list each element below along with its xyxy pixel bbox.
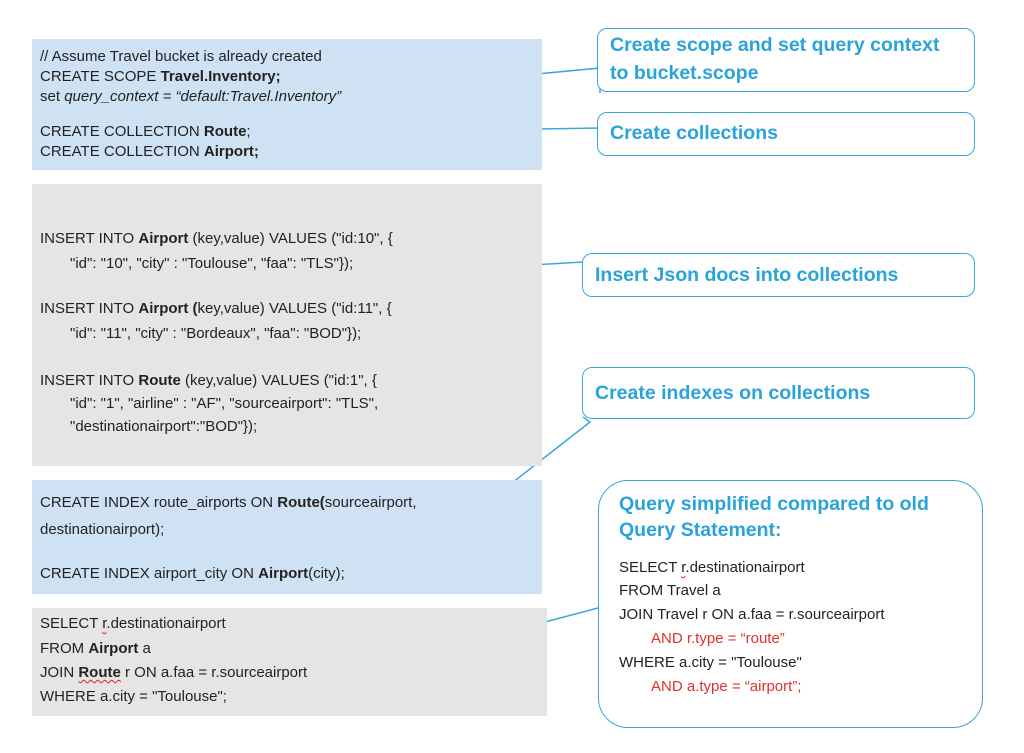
query-context-line: set query_context = “default:Travel.Inve… — [40, 88, 342, 105]
scope-collection-block: // Assume Travel bucket is already creat… — [32, 39, 542, 170]
create-collection-route-line: CREATE COLLECTION Route; — [40, 123, 251, 140]
insert-route-1-values: "id": "1", "airline" : "AF", "sourceairp… — [70, 395, 379, 412]
create-index-route-line-2: destinationairport); — [40, 521, 165, 538]
query-from-line: FROM Travel a — [619, 582, 721, 599]
insert-airport-10-values: "id": "10", "city" : "Toulouse", "faa": … — [70, 255, 354, 272]
callout-create-collections: Create collections — [597, 112, 975, 156]
insert-route-1-values-2: "destinationairport":"BOD"}); — [70, 418, 258, 435]
select-line: SELECT r.destinationairport — [40, 615, 226, 632]
query-simplified-box: Query simplified compared to old Query S… — [598, 480, 983, 728]
create-index-airport-line: CREATE INDEX airport_city ON Airport(cit… — [40, 565, 345, 582]
insert-block: INSERT INTO Airport (key,value) VALUES (… — [32, 184, 542, 466]
select-block: SELECT r.destinationairport FROM Airport… — [32, 608, 547, 716]
query-where-line: WHERE a.city = "Toulouse" — [619, 654, 802, 671]
insert-airport-11-values: "id": "11", "city" : "Bordeaux", "faa": … — [70, 325, 362, 342]
query-select-line: SELECT r.destinationairport — [619, 559, 805, 576]
query-simplified-title: Query simplified compared to old Query S… — [619, 493, 929, 541]
create-scope-line: CREATE SCOPE Travel.Inventory; — [40, 68, 281, 85]
query-join-line: JOIN Travel r ON a.faa = r.sourceairport — [619, 606, 885, 623]
insert-route-1-line: INSERT INTO Route (key,value) VALUES ("i… — [40, 372, 377, 389]
create-index-route-line: CREATE INDEX route_airports ON Route(sou… — [40, 494, 417, 511]
query-route-type-line: AND r.type = “route” — [651, 630, 785, 647]
callout-create-scope: Create scope and set query context to bu… — [597, 28, 975, 92]
query-airport-type-line: AND a.type = “airport”; — [651, 678, 802, 695]
callout-create-indexes: Create indexes on collections — [582, 367, 975, 419]
join-line: JOIN Route r ON a.faa = r.sourceairport — [40, 664, 308, 681]
from-line: FROM Airport a — [40, 640, 151, 657]
comment-line: // Assume Travel bucket is already creat… — [40, 48, 322, 65]
insert-airport-10-line: INSERT INTO Airport (key,value) VALUES (… — [40, 230, 393, 247]
insert-airport-11-line: INSERT INTO Airport (key,value) VALUES (… — [40, 300, 392, 317]
create-collection-airport-line: CREATE COLLECTION Airport; — [40, 143, 259, 160]
where-line: WHERE a.city = "Toulouse"; — [40, 688, 227, 705]
callout-insert-json: Insert Json docs into collections — [582, 253, 975, 297]
index-block: CREATE INDEX route_airports ON Route(sou… — [32, 480, 542, 594]
